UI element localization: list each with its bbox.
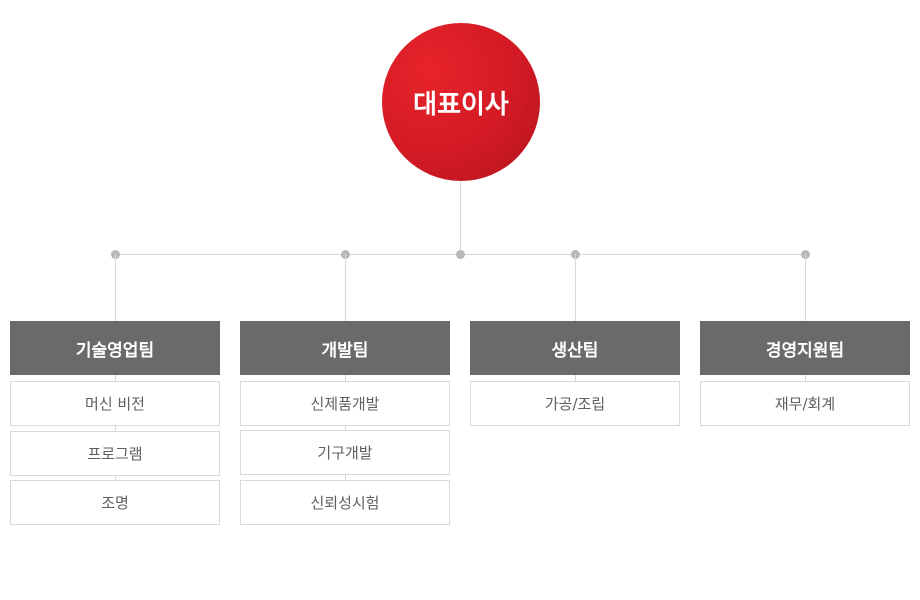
team-item-label: 기구개발 xyxy=(317,444,373,462)
team-name: 생산팀 xyxy=(551,340,599,361)
team-connector xyxy=(345,254,346,321)
team-item: 신뢰성시험 xyxy=(240,480,450,525)
team-name: 기술영업팀 xyxy=(75,340,155,361)
node-dot xyxy=(456,250,465,259)
team-item: 재무/회계 xyxy=(700,381,910,426)
team-item-label: 가공/조립 xyxy=(544,395,606,413)
team-connector xyxy=(115,254,116,321)
team-item-label: 프로그램 xyxy=(87,445,143,463)
team-item-label: 머신 비전 xyxy=(85,395,145,413)
team-item: 프로그램 xyxy=(10,431,220,476)
team-header-management-support: 경영지원팀 xyxy=(700,321,910,375)
team-connector xyxy=(575,254,576,321)
ceo-label: 대표이사 xyxy=(413,89,509,120)
team-item: 신제품개발 xyxy=(240,381,450,426)
team-header-production: 생산팀 xyxy=(470,321,680,375)
items-connector xyxy=(805,375,806,385)
team-item-label: 신뢰성시험 xyxy=(310,494,380,512)
team-connector xyxy=(805,254,806,321)
team-item: 가공/조립 xyxy=(470,381,680,426)
ceo-node: 대표이사 xyxy=(382,23,540,181)
root-connector xyxy=(460,181,461,254)
team-name: 경영지원팀 xyxy=(765,340,845,361)
items-connector xyxy=(575,375,576,385)
team-item: 조명 xyxy=(10,480,220,525)
team-header-development: 개발팀 xyxy=(240,321,450,375)
team-item-label: 조명 xyxy=(101,494,129,512)
team-item: 기구개발 xyxy=(240,430,450,475)
team-item: 머신 비전 xyxy=(10,381,220,426)
team-header-sales-engineering: 기술영업팀 xyxy=(10,321,220,375)
team-name: 개발팀 xyxy=(321,340,369,361)
team-item-label: 재무/회계 xyxy=(774,395,836,413)
team-item-label: 신제품개발 xyxy=(310,395,380,413)
